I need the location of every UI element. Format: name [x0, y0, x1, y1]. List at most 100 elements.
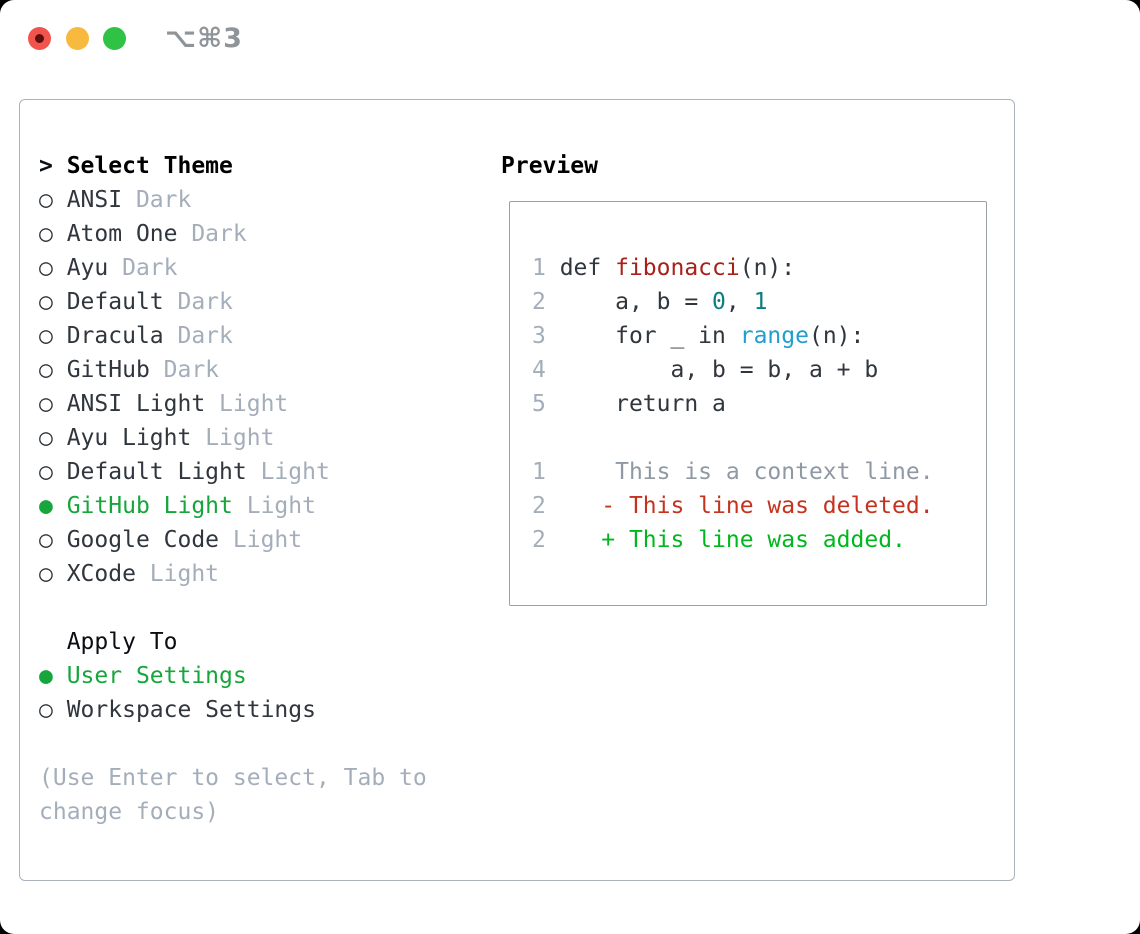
text-segment: Google Code [66, 527, 233, 553]
spacer-row [39, 591, 427, 625]
text-segment: > [39, 153, 67, 179]
diff-added-line: 2 + This line was added. [532, 523, 986, 557]
text-segment: XCode [66, 561, 150, 587]
text-segment: GitHub [66, 357, 164, 383]
text-segment: a, b = [559, 289, 713, 315]
radio-icon: ○ [39, 425, 67, 451]
text-segment: Dark [163, 357, 220, 383]
select-theme-header: > Select Theme [39, 149, 427, 183]
radio-icon: ○ [39, 391, 67, 417]
text-segment: Apply To [39, 629, 178, 655]
text-segment: Dracula [66, 323, 178, 349]
radio-icon: ○ [39, 561, 67, 587]
text-segment: def [559, 255, 616, 281]
window-title: ⌥⌘3 [165, 23, 243, 54]
text-segment: (n): [808, 323, 865, 349]
radio-icon: ○ [39, 187, 67, 213]
text-segment: fibonacci [615, 255, 740, 281]
close-button[interactable] [28, 27, 51, 50]
preview-heading: Preview [501, 153, 598, 179]
close-button-dot-icon [35, 34, 44, 43]
text-segment: Dark [177, 289, 233, 315]
text-segment: 0 [712, 289, 726, 315]
text-segment: 1 [753, 289, 768, 315]
theme-option-ansi-dark[interactable]: ○ ANSI Dark [39, 183, 427, 217]
radio-icon: ○ [39, 459, 67, 485]
text-segment: 2 [532, 493, 560, 519]
zoom-button[interactable] [103, 27, 126, 50]
text-segment: Dark [191, 221, 247, 247]
text-segment: 1 [532, 255, 560, 281]
radio-icon: ● [39, 663, 67, 689]
text-segment: Light [246, 493, 316, 519]
text-segment: Ayu [66, 255, 123, 281]
theme-option-default-dark[interactable]: ○ Default Dark [39, 285, 427, 319]
diff-context-line: 1 This is a context line. [532, 455, 986, 489]
text-segment: User Settings [66, 663, 247, 689]
theme-option-ayu-dark[interactable]: ○ Ayu Dark [39, 251, 427, 285]
apply-option-user-settings-selected[interactable]: ● User Settings [39, 659, 427, 693]
radio-icon: ○ [39, 323, 67, 349]
code-line-3: 3 for _ in range(n): [532, 319, 986, 353]
code-line-4: 4 a, b = b, a + b [532, 353, 986, 387]
text-segment: 5 [532, 391, 560, 417]
text-segment: range [739, 323, 809, 349]
text-segment: Dark [177, 323, 233, 349]
text-segment: change focus) [39, 799, 220, 825]
text-segment: Default Light [66, 459, 261, 485]
radio-icon: ○ [39, 289, 67, 315]
text-segment: 2 [532, 527, 560, 553]
theme-option-google-code[interactable]: ○ Google Code Light [39, 523, 427, 557]
text-segment: Dark [135, 187, 192, 213]
text-segment: Default [66, 289, 178, 315]
text-segment: Light [205, 425, 275, 451]
text-segment: ANSI [66, 187, 136, 213]
text-segment: 4 [532, 357, 560, 383]
titlebar: ⌥⌘3 [0, 0, 1140, 78]
spacer-row [532, 421, 986, 455]
radio-icon: ○ [39, 255, 67, 281]
text-segment: - This line was deleted. [559, 493, 934, 519]
text-segment: a, b = b, a + b [559, 357, 879, 383]
text-segment: Light [260, 459, 330, 485]
theme-picker-panel: > Select Theme○ ANSI Dark○ Atom One Dark… [19, 99, 1015, 881]
code-line-5: 5 return a [532, 387, 986, 421]
theme-option-xcode[interactable]: ○ XCode Light [39, 557, 427, 591]
text-segment: This is a context line. [559, 459, 934, 485]
theme-option-github-light-selected[interactable]: ● GitHub Light Light [39, 489, 427, 523]
radio-icon: ○ [39, 527, 67, 553]
text-segment: ANSI Light [66, 391, 220, 417]
minimize-button[interactable] [66, 27, 89, 50]
text-segment: for _ in [559, 323, 740, 349]
text-segment: Workspace Settings [66, 697, 316, 723]
help-text-line-1: (Use Enter to select, Tab to [39, 761, 427, 795]
radio-icon: ○ [39, 357, 67, 383]
text-segment: + This line was added. [559, 527, 906, 553]
theme-option-ansi-light[interactable]: ○ ANSI Light Light [39, 387, 427, 421]
text-segment: (n): [739, 255, 796, 281]
theme-option-atom-one-dark[interactable]: ○ Atom One Dark [39, 217, 427, 251]
text-segment: Select Theme [66, 153, 233, 179]
radio-icon: ○ [39, 221, 67, 247]
radio-icon: ○ [39, 697, 67, 723]
theme-option-ayu-light[interactable]: ○ Ayu Light Light [39, 421, 427, 455]
theme-option-default-light[interactable]: ○ Default Light Light [39, 455, 427, 489]
text-segment: Ayu Light [66, 425, 206, 451]
text-segment: Atom One [66, 221, 192, 247]
text-segment: 1 [532, 459, 560, 485]
text-segment: (Use Enter to select, Tab to [39, 765, 427, 791]
text-segment: GitHub Light [66, 493, 247, 519]
help-text-line-2: change focus) [39, 795, 427, 829]
preview-section: Preview 1 def fibonacci(n):2 a, b = 0, 1… [501, 149, 987, 606]
theme-option-github-dark[interactable]: ○ GitHub Dark [39, 353, 427, 387]
theme-option-dracula-dark[interactable]: ○ Dracula Dark [39, 319, 427, 353]
text-segment: Dark [122, 255, 178, 281]
theme-list: > Select Theme○ ANSI Dark○ Atom One Dark… [39, 149, 427, 829]
apply-option-workspace-settings[interactable]: ○ Workspace Settings [39, 693, 427, 727]
text-segment: Light [149, 561, 220, 587]
code-line-2: 2 a, b = 0, 1 [532, 285, 986, 319]
spacer-row [39, 727, 427, 761]
text-segment: return a [559, 391, 726, 417]
